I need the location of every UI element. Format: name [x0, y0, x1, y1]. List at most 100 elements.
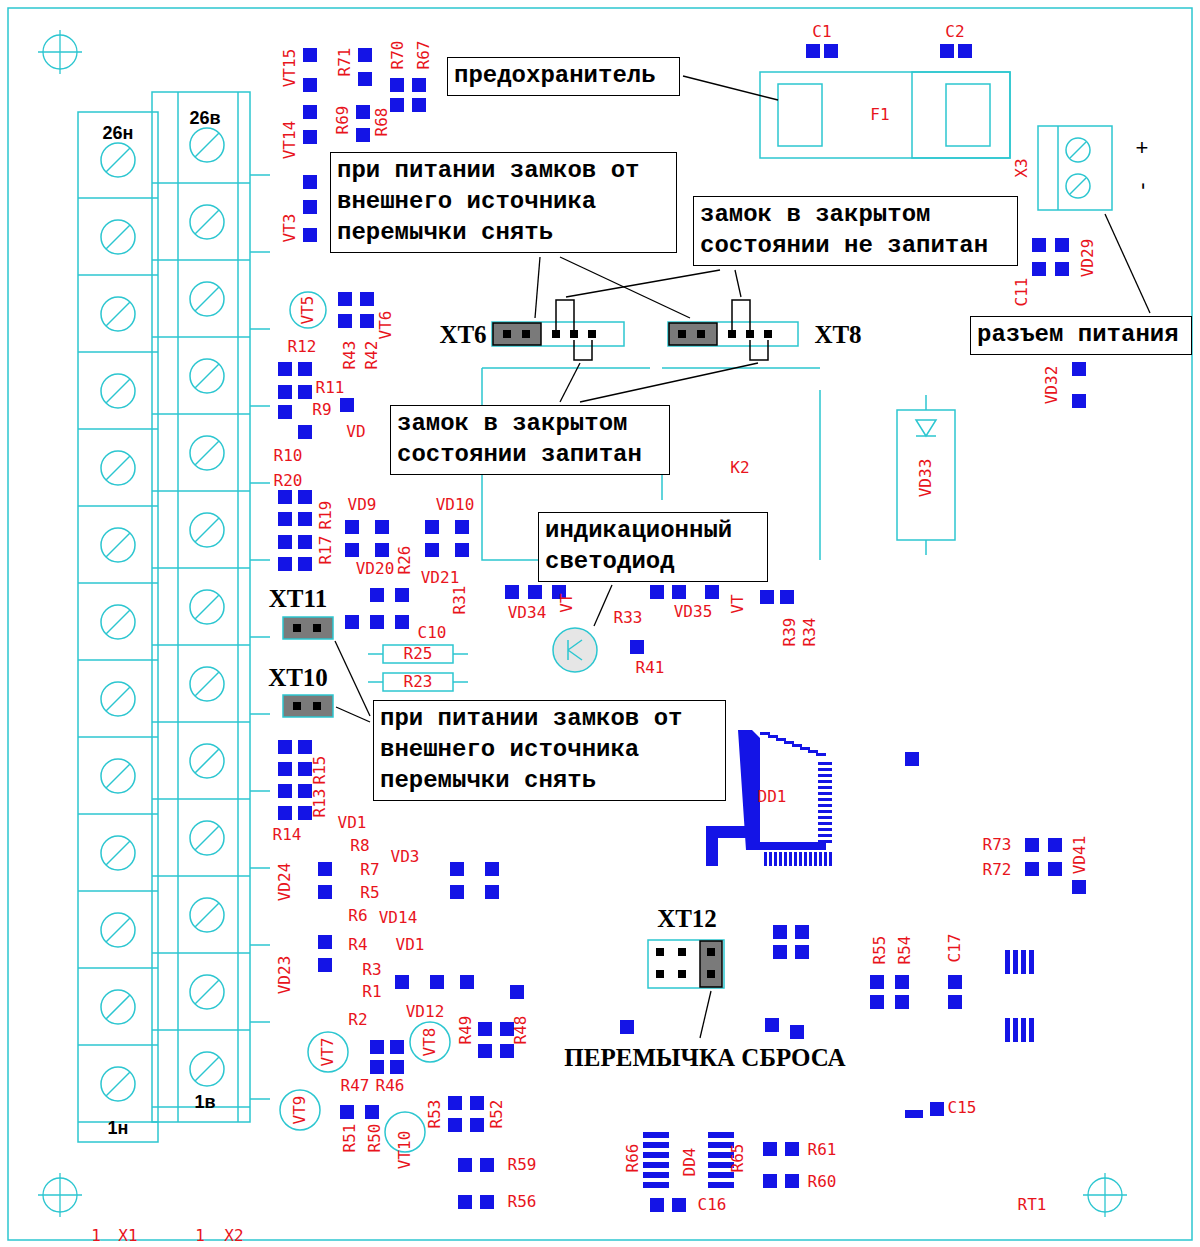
leader-line — [336, 707, 370, 722]
chip-pin — [779, 852, 782, 866]
solder-pad — [298, 762, 312, 776]
part-designator: R26 — [397, 546, 413, 575]
jumper-bracket — [556, 300, 768, 360]
solder-pad — [338, 314, 352, 328]
callout-text: индикационный светодиод — [545, 515, 761, 577]
jumper-block — [313, 624, 321, 632]
part-designator: R66 — [625, 1144, 641, 1173]
terminal-block — [106, 379, 130, 403]
power-connector — [1070, 178, 1086, 194]
part-designator: R69 — [335, 106, 351, 135]
solder-pad — [395, 615, 409, 629]
part-designator: R33 — [614, 610, 643, 626]
solder-pad — [298, 740, 312, 754]
part-designator: R15 — [312, 756, 328, 785]
solder-pad — [785, 1174, 799, 1188]
solder-pad — [303, 228, 317, 242]
solder-pad — [448, 1118, 462, 1132]
solder-pad — [620, 1020, 634, 1034]
jumper-block — [503, 330, 511, 338]
terminal-block — [78, 92, 270, 1142]
part-designator: VT7 — [320, 1038, 336, 1067]
chip-pin — [800, 747, 810, 750]
terminal-block — [106, 610, 130, 634]
part-designator: R70 — [390, 41, 406, 70]
terminal-block — [190, 590, 224, 624]
terminal-block — [78, 197, 158, 199]
jumper-block — [678, 330, 686, 338]
solder-pad — [303, 200, 317, 214]
solder-pad — [1025, 862, 1039, 876]
solder-pad — [458, 1158, 472, 1172]
solder-pad — [450, 885, 464, 899]
solder-pad — [1013, 1018, 1018, 1042]
chip-pin — [818, 780, 832, 783]
terminal-block — [78, 813, 158, 815]
solder-pad — [478, 1022, 492, 1036]
chip-pin — [818, 816, 832, 819]
leader-line — [1105, 214, 1150, 313]
polarity-mark: + — [1136, 137, 1149, 159]
terminal-block — [195, 980, 219, 1004]
part-designator: R52 — [489, 1100, 505, 1129]
jumper-block — [493, 323, 541, 345]
part-designator: VT14 — [282, 121, 298, 160]
part-designator: DD4 — [682, 1148, 698, 1177]
solder-pad — [425, 543, 439, 557]
jumper-block — [668, 322, 798, 346]
part-designator: VT10 — [397, 1131, 413, 1170]
polarity-mark: - — [1131, 182, 1153, 189]
jumper-block — [678, 948, 686, 956]
leader-line — [560, 257, 690, 318]
power-connector — [1066, 138, 1090, 162]
solder-pad — [412, 78, 426, 92]
terminal-block — [177, 92, 179, 1122]
contact-number: 26в — [189, 109, 220, 127]
chip-pin — [818, 786, 832, 789]
part-designator: VT9 — [292, 1096, 308, 1125]
chip-pin — [809, 852, 812, 866]
leader-line — [683, 76, 778, 100]
part-designator: VD20 — [356, 561, 395, 577]
solder-pad — [643, 1132, 669, 1138]
callout-box: при питании замков от внешнего источника… — [330, 152, 677, 253]
part-designator: R54 — [897, 936, 913, 965]
part-designator: VT5 — [300, 296, 316, 325]
part-designator: VD35 — [674, 604, 713, 620]
solder-pad — [870, 995, 884, 1009]
solder-pad — [390, 1060, 404, 1074]
part-designator: R7 — [360, 862, 379, 878]
terminal-block — [195, 441, 219, 465]
solder-pad — [480, 1195, 494, 1209]
part-designator: R8 — [350, 838, 369, 854]
jumper-block — [588, 330, 596, 338]
solder-pad — [1005, 950, 1010, 974]
terminal-block — [152, 259, 250, 261]
led-outline — [553, 628, 597, 672]
part-designator: R60 — [808, 1174, 837, 1190]
solder-pad — [895, 995, 909, 1009]
solder-pad — [356, 105, 370, 119]
part-designator: R65 — [730, 1144, 746, 1173]
part-designator: R67 — [416, 41, 432, 70]
jumper-block — [669, 323, 717, 345]
terminal-block — [78, 112, 158, 1142]
terminal-block — [101, 374, 135, 408]
terminal-block — [106, 687, 130, 711]
solder-pad — [303, 175, 317, 189]
terminal-block — [152, 182, 250, 184]
solder-pad — [278, 362, 292, 376]
solder-pad — [390, 78, 404, 92]
solder-pad — [370, 1060, 384, 1074]
jumper-block — [700, 941, 722, 987]
fuse-holder — [760, 72, 1010, 158]
solder-pad — [763, 1142, 777, 1156]
solder-pad — [458, 1195, 472, 1209]
terminal-block — [78, 428, 158, 430]
terminal-block — [101, 836, 135, 870]
part-designator: R17 — [318, 536, 334, 565]
jumper-block — [746, 330, 754, 338]
terminal-block — [78, 582, 158, 584]
solder-pad — [1072, 362, 1086, 376]
